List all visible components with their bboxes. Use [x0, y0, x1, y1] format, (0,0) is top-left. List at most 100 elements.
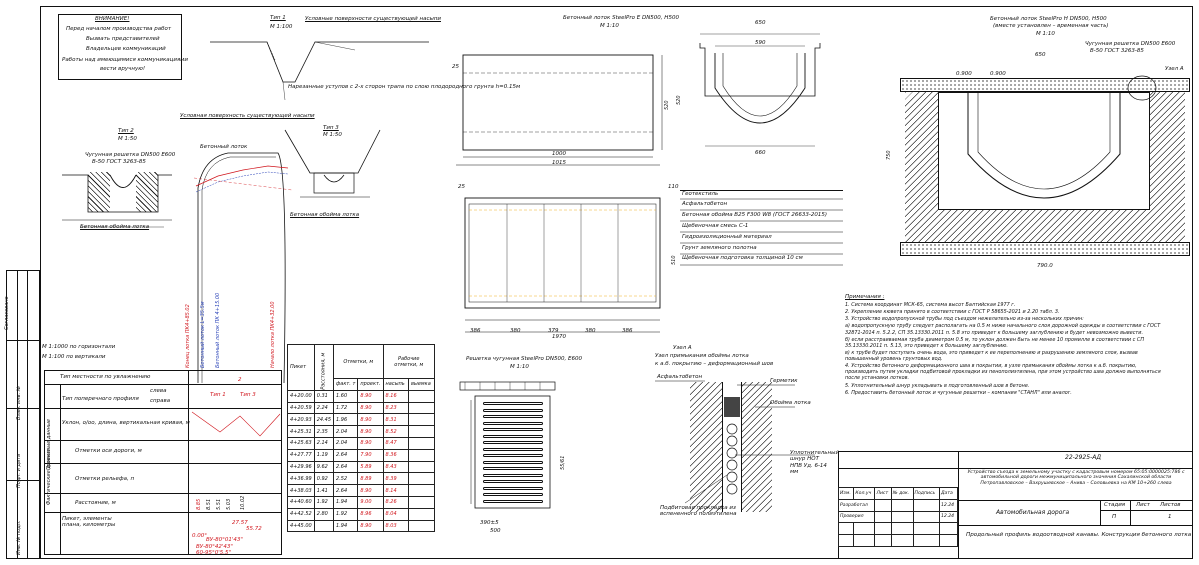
note-item: 4. Устройство бетонного деформационного …: [845, 363, 1161, 382]
table-cell: 7.90: [357, 448, 384, 462]
type2-section: [62, 174, 172, 228]
pt-row-profile: Тип поперечного профиля: [62, 396, 139, 402]
table-cell: [407, 425, 436, 438]
table-cell: 8.90: [357, 519, 384, 533]
pt-pk-mark: ВУ-80°42'43": [196, 544, 233, 550]
table-cell: 5.89: [357, 460, 384, 474]
grate-dim: 500: [490, 528, 501, 534]
table-cell: 4+25.63: [287, 436, 315, 450]
stamp-object: Автомобильная дорога: [996, 509, 1070, 516]
tray-view-title: Бетонный лоток SteelPro E DN500, H500: [563, 15, 679, 21]
tray-dim: 25: [452, 64, 459, 70]
stamp-sheet-title: Продольный профиль водоотводной канавы. …: [966, 532, 1192, 538]
stamp-role: Проверил: [837, 510, 876, 524]
table-cell: 8.43: [382, 460, 409, 474]
pt-pk-mark: 27.57: [232, 520, 248, 526]
table-cell: 8.90: [357, 484, 384, 497]
layer-item: Щебеночная подготовка толщиной 10 см: [682, 255, 803, 261]
et-h-fill: насыпь: [385, 381, 405, 388]
table-cell: 8.16: [382, 389, 409, 403]
table-cell: [407, 484, 436, 497]
type2-grate-label: Чугунная решетка DN500 E600: [85, 152, 176, 158]
table-cell: 8.52: [382, 425, 409, 438]
table-cell: 9.62: [313, 460, 335, 474]
stamp-description: Устройство съезда к земельному участку с…: [967, 470, 1185, 486]
grate-slot: [483, 447, 543, 451]
node-label-asphalt: Асфальтобетон: [657, 374, 703, 380]
table-cell: 2.64: [333, 448, 359, 462]
section-base: [900, 242, 1190, 256]
section-dim: 650: [1035, 52, 1046, 58]
section-dim: 790.0: [1037, 263, 1053, 269]
node-concrete-left: [690, 382, 722, 512]
grate-dim: 55/61: [560, 455, 566, 470]
grate-slot: [483, 402, 543, 405]
table-cell: 4+40.60: [287, 495, 315, 509]
tray-dim: 1015: [552, 160, 566, 166]
et-h-marks: Отметки, м: [343, 358, 374, 365]
inv-no-label: Инв. № подл.: [16, 520, 22, 556]
node-label-cord: Уплотнительный шнур НОТ НПВ Уд. 6-14 мм: [790, 450, 840, 475]
section-node-label: Узел А: [1165, 66, 1184, 72]
table-cell: 4+42.52: [287, 507, 315, 521]
grate-slot: [483, 473, 543, 477]
table-cell: 8.03: [382, 519, 409, 533]
table-cell: 2.64: [333, 460, 359, 474]
stamp-sheets: 1: [1168, 514, 1172, 520]
tray-end-view: [699, 33, 821, 147]
table-cell: [407, 413, 436, 427]
et-h-picket: Пикет: [290, 364, 307, 371]
pt-pk-mark: ВУ-80°01'43": [206, 537, 243, 543]
table-cell: 2.35: [313, 425, 335, 438]
approval-strip: [6, 270, 40, 559]
profile-mark-length: Бетонный лоток L=35.5м: [200, 301, 206, 368]
grate-slot: [483, 454, 543, 457]
pt-right-label: справа: [150, 398, 171, 404]
grate-slot: [483, 499, 543, 503]
type1-scale: М 1:100: [270, 24, 293, 30]
table-cell: 4+20.93: [287, 413, 315, 427]
stamp-date: 12.24: [938, 510, 959, 524]
stamp-code: 22-2925-АД: [1065, 454, 1102, 461]
table-cell: [407, 401, 436, 415]
tray-end-dim: 520: [676, 95, 682, 105]
tray-end-dim: 590: [755, 40, 766, 46]
layer-item: Геотекстиль: [682, 191, 719, 197]
profile-scale-h: М 1:1000 по горизонтали: [42, 344, 116, 350]
section-title: Бетонный лоток SteelPro H DN500, H500: [990, 16, 1107, 22]
table-cell: 1.96: [333, 413, 359, 427]
layer-item: Щебеночная смесь С-1: [682, 223, 749, 229]
plan-dim: 510: [671, 255, 677, 265]
pt-axis-mark: 5.03: [226, 498, 232, 510]
plan-dim: 386: [470, 328, 481, 334]
pt-pk-mark: 55.72: [246, 526, 262, 532]
grate-drawing: [459, 381, 556, 509]
type2-base-label: Бетонная обойма лотка: [80, 224, 150, 230]
type1-note-bottom: Нарезанные уступов с 2-х сторон трапа по…: [288, 84, 521, 90]
type3-scale: М 1:50: [323, 132, 342, 138]
plan-dim: 386: [622, 328, 633, 334]
table-cell: 2.04: [333, 425, 359, 438]
et-h-dist: Расстояния, м: [320, 352, 327, 390]
plan-dim: 380: [510, 328, 521, 334]
type2-concrete-right: [136, 172, 158, 212]
table-cell: 8.36: [382, 448, 409, 462]
table-cell: 4+29.96: [287, 460, 315, 474]
pt-pk-mark: 60-95°0'5.5": [196, 550, 232, 556]
tray-side-view: [456, 54, 663, 166]
table-cell: 9.00: [357, 495, 384, 509]
table-cell: [407, 507, 436, 521]
table-cell: 1.92: [333, 507, 359, 521]
table-cell: 8.23: [382, 401, 409, 415]
table-cell: 8.14: [382, 484, 409, 497]
table-cell: 1.94: [333, 495, 359, 509]
section-channel: [938, 92, 1150, 210]
type2-scale: М 1:50: [118, 136, 137, 142]
pt-type1: Тип 1: [210, 392, 226, 398]
pt-row-distance: Расстояние, м: [75, 500, 116, 506]
